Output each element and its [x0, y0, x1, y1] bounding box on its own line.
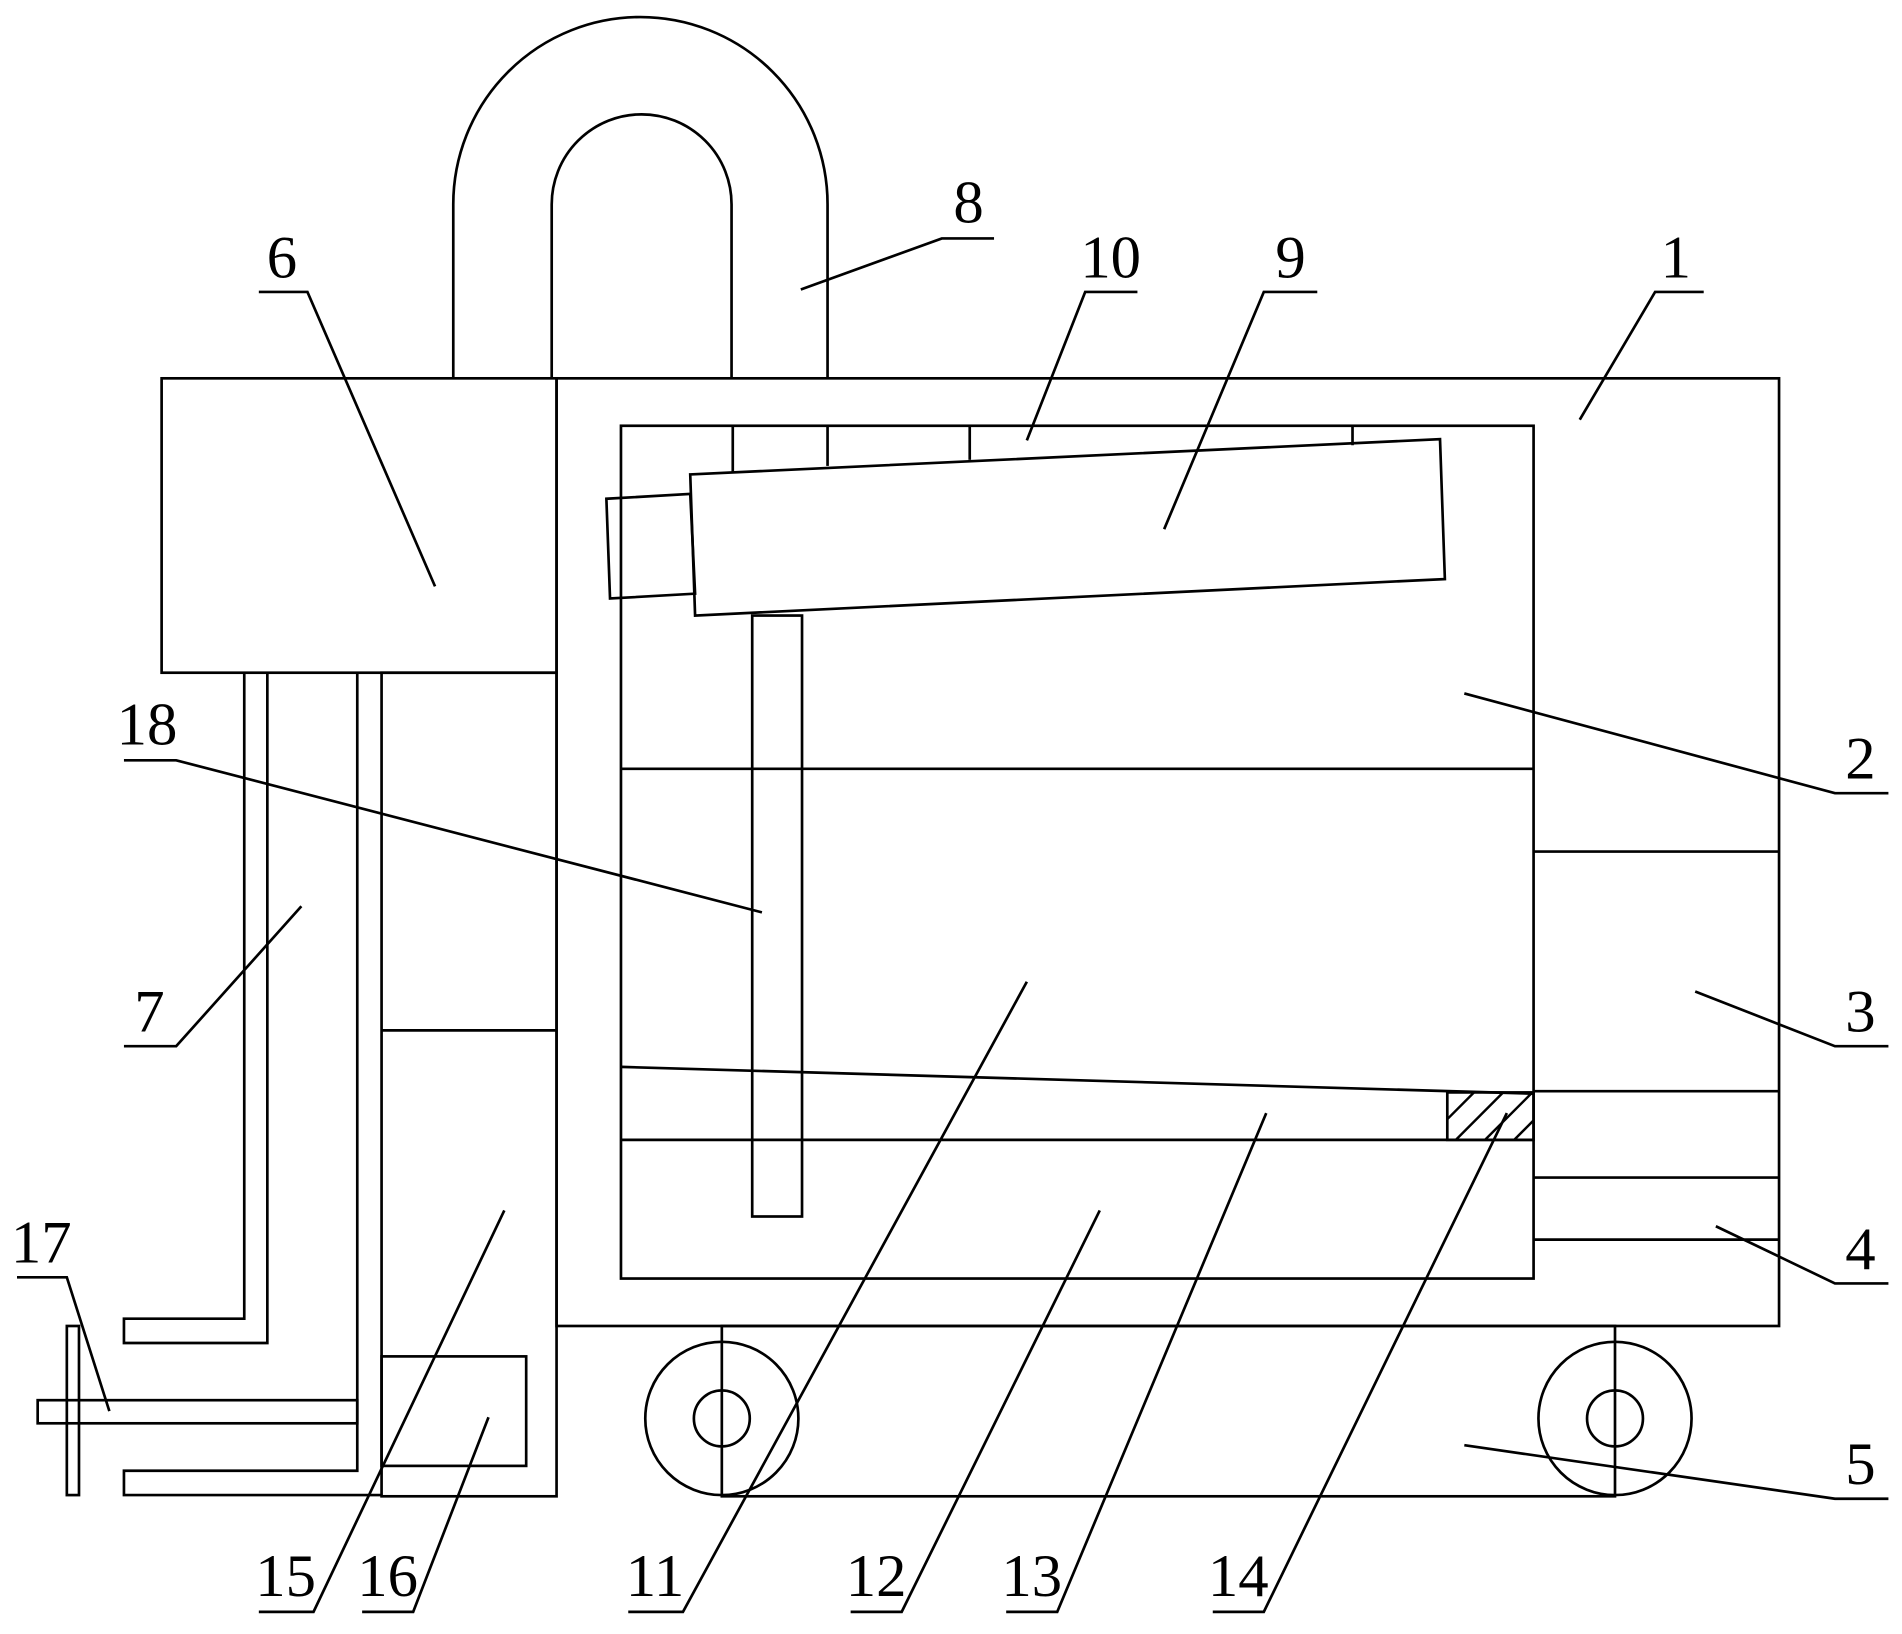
label-4: 4: [1845, 1216, 1875, 1283]
inner-chamber: [619, 424, 1535, 1280]
part-7-pipe-outer: [122, 672, 269, 1345]
part-17-valve-handle: [65, 1324, 81, 1497]
part-5-base: [720, 1324, 1617, 1498]
label-14: 14: [1208, 1543, 1269, 1610]
part-6-box: [160, 376, 558, 675]
label-7: 7: [134, 979, 164, 1046]
label-8: 8: [953, 170, 983, 237]
label-3: 3: [1845, 979, 1875, 1046]
part-18-shaft: [750, 614, 804, 1218]
part-labels: 1 2 3 4 5 6 7 8 9 10 11 12 13 14 15 16 1…: [11, 170, 1876, 1610]
part-16-box: [380, 1355, 528, 1468]
part-9-cylinder: [688, 437, 1447, 617]
part-14-hatching: [1446, 1091, 1535, 1141]
label-6: 6: [267, 224, 297, 291]
part-14-block: [1445, 1091, 1535, 1142]
label-13: 13: [1001, 1543, 1062, 1610]
label-9: 9: [1275, 224, 1305, 291]
label-1: 1: [1661, 224, 1691, 291]
label-17: 17: [11, 1210, 72, 1277]
right-side-bands: [1533, 850, 1780, 1241]
label-10: 10: [1080, 224, 1141, 291]
leader-lines: [17, 237, 1889, 1614]
label-15: 15: [255, 1543, 316, 1610]
part-8-pipe: [451, 15, 829, 379]
label-5: 5: [1845, 1431, 1875, 1498]
part-9-end-cap: [605, 492, 697, 600]
label-18: 18: [117, 691, 178, 758]
part-15-column: [380, 671, 558, 1498]
part-5-left-wheel: [643, 1340, 800, 1497]
part-13-plate-top: [620, 1065, 1534, 1095]
part-17-valve-stem: [36, 1398, 359, 1425]
label-2: 2: [1845, 726, 1875, 793]
label-16: 16: [357, 1543, 418, 1610]
part-5-right-wheel: [1537, 1340, 1693, 1497]
part-7-pipe-inner: [122, 672, 382, 1497]
label-11: 11: [626, 1543, 685, 1610]
label-12: 12: [846, 1543, 907, 1610]
